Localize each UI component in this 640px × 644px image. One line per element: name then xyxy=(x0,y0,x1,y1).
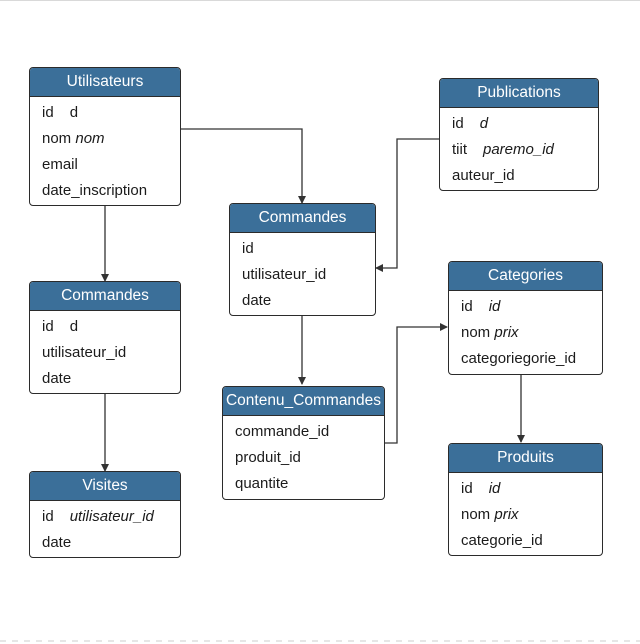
column-name: nom xyxy=(461,506,491,523)
connector-contenu-categories xyxy=(385,323,448,444)
column-name: id xyxy=(461,480,473,497)
column-name: nom xyxy=(42,130,72,147)
column-detail: id xyxy=(488,298,501,315)
table-row: commande_id xyxy=(223,419,384,445)
column-name: id xyxy=(461,298,473,315)
column-name: utilisateur_id xyxy=(42,344,127,361)
table-row: date xyxy=(230,288,375,314)
column-name: commande_id xyxy=(235,423,330,440)
table-title: Visites xyxy=(30,472,180,501)
table-row: nom prix xyxy=(449,320,602,346)
column-name: auteur_id xyxy=(452,167,515,184)
column-name: produit_id xyxy=(235,449,301,466)
table-row: utilisateur_id xyxy=(30,340,180,366)
column-name: id xyxy=(452,115,464,132)
table-title: Utilisateurs xyxy=(30,68,180,97)
column-detail: id xyxy=(488,480,501,497)
column-detail: prix xyxy=(494,506,519,523)
column-name: utilisateur_id xyxy=(242,266,327,283)
column-name: categoriegorie_id xyxy=(461,350,577,367)
column-name: id xyxy=(242,240,254,257)
top-border xyxy=(0,0,640,1)
table-row: utilisateur_id xyxy=(230,262,375,288)
column-detail: utilisateur_id xyxy=(69,508,154,525)
column-name: quantite xyxy=(235,475,289,492)
table-contenu-commandes[interactable]: Contenu_Commandes commande_id produit_id… xyxy=(222,386,385,500)
table-row: date xyxy=(30,366,180,392)
column-name: nom xyxy=(461,324,491,341)
table-row: id utilisateur_id xyxy=(30,504,180,530)
table-row: email xyxy=(30,152,180,178)
column-name: date xyxy=(242,292,272,309)
column-detail: d xyxy=(479,115,489,132)
table-row: nom nom xyxy=(30,126,180,152)
table-row: id xyxy=(230,236,375,262)
column-detail: paremo_id xyxy=(483,141,554,158)
table-title: Commandes xyxy=(230,204,375,233)
column-name: categorie_id xyxy=(461,532,543,549)
table-commandes-center[interactable]: Commandes id utilisateur_id date xyxy=(229,203,376,316)
table-visites[interactable]: Visites id utilisateur_id date xyxy=(29,471,181,558)
column-name: date xyxy=(42,370,72,387)
table-title: Publications xyxy=(440,79,598,108)
column-name: id xyxy=(42,318,54,335)
table-row: auteur_id xyxy=(440,163,598,189)
table-row: nom prix xyxy=(449,502,602,528)
column-name: id xyxy=(42,104,54,121)
column-detail: nom xyxy=(75,130,105,147)
table-title: Contenu_Commandes xyxy=(223,387,384,416)
column-name: date xyxy=(42,534,72,551)
table-row: categoriegorie_id xyxy=(449,346,602,372)
table-row: date_inscription xyxy=(30,178,180,204)
connector-publications-commandes-center xyxy=(375,138,439,272)
table-title: Categories xyxy=(449,262,602,291)
column-name: email xyxy=(42,156,78,173)
table-title: Produits xyxy=(449,444,602,473)
table-row: date xyxy=(30,530,180,556)
table-row: tiit paremo_id xyxy=(440,137,598,163)
table-row: categorie_id xyxy=(449,528,602,554)
column-detail: d xyxy=(69,104,79,121)
column-name: date_inscription xyxy=(42,182,148,199)
table-row: produit_id xyxy=(223,445,384,471)
connector-utilisateurs-commandes-center xyxy=(181,128,306,204)
table-title: Commandes xyxy=(30,282,180,311)
column-name: id xyxy=(42,508,54,525)
bottom-dotted-border xyxy=(0,640,640,642)
column-name: tiit xyxy=(452,141,467,158)
table-row: quantite xyxy=(223,471,384,497)
column-detail: d xyxy=(69,318,79,335)
column-detail: prix xyxy=(494,324,519,341)
